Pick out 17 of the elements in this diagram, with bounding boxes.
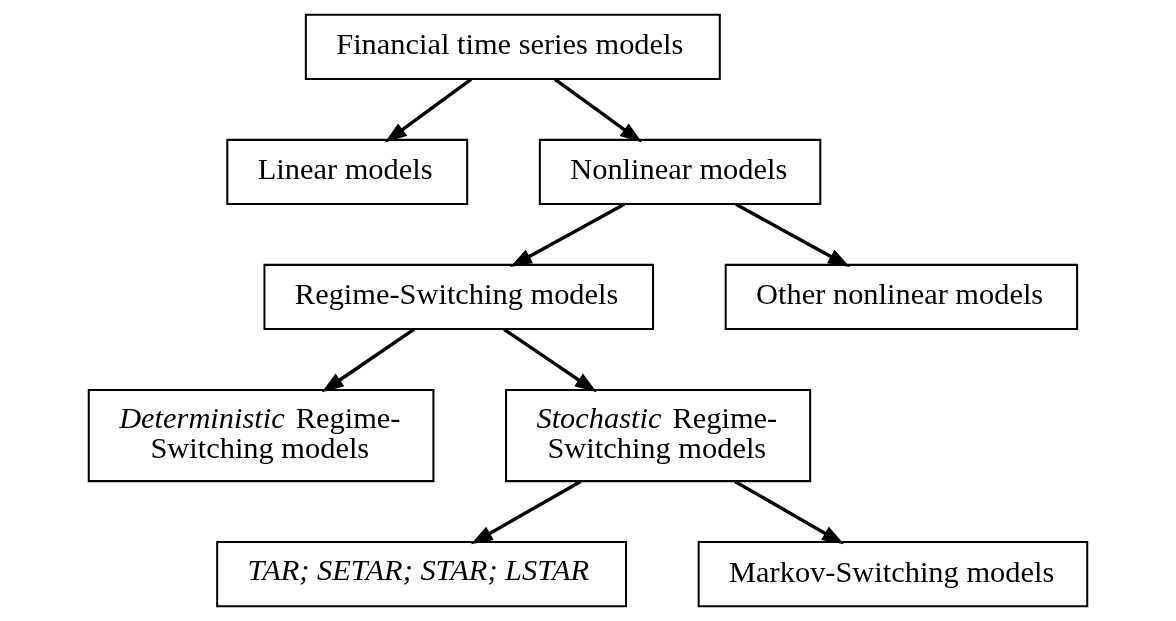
node-box: Nonlinear models <box>538 138 822 206</box>
arrow <box>384 77 473 143</box>
node-box: TAR; SETAR; STAR; LSTAR <box>216 540 628 608</box>
arrow <box>321 327 415 393</box>
node-box: Other nonlinear models <box>724 263 1079 331</box>
node-box: Linear models <box>226 138 469 206</box>
arrow <box>554 77 643 143</box>
node-box: Stochastic Regime-Switching models <box>505 388 812 483</box>
arrow <box>470 480 582 545</box>
node-box: Regime-Switching models <box>263 263 655 331</box>
arrow <box>510 202 626 268</box>
node-box: Deterministic Regime-Switching models <box>87 388 435 483</box>
arrow <box>734 480 845 545</box>
arrow <box>503 327 597 393</box>
node-box: Financial time series models <box>304 13 721 81</box>
node-box: Markov-Switching models <box>697 540 1089 608</box>
arrow <box>735 202 851 268</box>
